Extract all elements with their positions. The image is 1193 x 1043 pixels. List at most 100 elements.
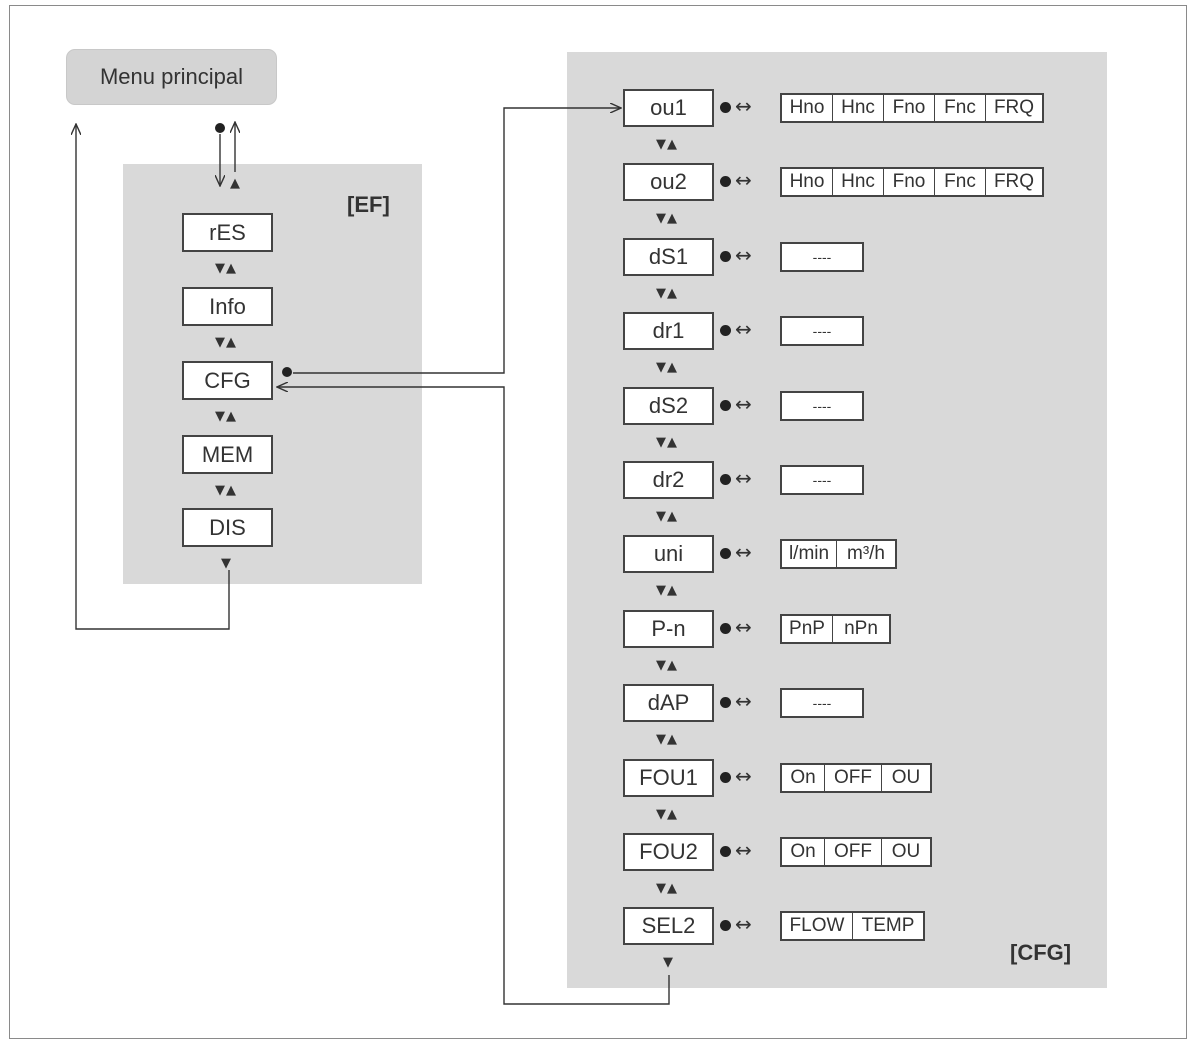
cfg-item-p-n[interactable]: P-n <box>623 610 714 648</box>
double-arrow-icon: ↔ <box>735 540 752 564</box>
option-value[interactable]: l/min <box>788 543 830 564</box>
option-value[interactable]: On <box>790 767 816 788</box>
nav-arrows-icon: ▼▲ <box>215 409 237 424</box>
double-arrow-icon: ↔ <box>735 317 752 341</box>
select-dot-icon <box>720 772 731 783</box>
double-arrow-icon: ↔ <box>735 94 752 118</box>
nav-arrows-icon: ▼▲ <box>215 261 237 276</box>
cfg-item-ds1[interactable]: dS1 <box>623 238 714 276</box>
option-value[interactable]: ---- <box>812 323 832 339</box>
nav-arrows-icon: ▼▲ <box>656 732 678 747</box>
option-value[interactable]: OFF <box>824 765 881 791</box>
option-value[interactable]: Fno <box>883 169 934 195</box>
option-value[interactable]: TEMP <box>852 913 923 939</box>
nav-down-icon: ▼ <box>663 955 674 970</box>
option-value[interactable]: nPn <box>832 616 889 642</box>
cfg-options-dr2: ---- <box>780 465 864 495</box>
return-cfg-line <box>277 387 670 1005</box>
double-arrow-icon: ↔ <box>735 466 752 490</box>
select-dot-icon <box>720 176 731 187</box>
double-arrow-icon: ↔ <box>735 615 752 639</box>
option-value[interactable]: Fno <box>883 95 934 121</box>
nav-arrows-icon: ▼▲ <box>656 509 678 524</box>
option-value[interactable]: FRQ <box>985 169 1042 195</box>
nav-arrows-icon: ▼▲ <box>656 807 678 822</box>
option-value[interactable]: ---- <box>812 249 832 265</box>
cfg-options-sel2: FLOW TEMP <box>780 911 925 941</box>
nav-arrows-icon: ▼▲ <box>656 211 678 226</box>
cfg-options-ds1: ---- <box>780 242 864 272</box>
select-dot-icon <box>720 251 731 262</box>
select-dot-icon <box>720 846 731 857</box>
select-dot-icon <box>720 325 731 336</box>
nav-arrows-icon: ▼▲ <box>215 335 237 350</box>
cfg-item-sel2[interactable]: SEL2 <box>623 907 714 945</box>
ef-item-info[interactable]: Info <box>182 287 273 326</box>
return-line-to-main <box>76 124 230 630</box>
select-dot-icon <box>720 920 731 931</box>
ef-item-mem[interactable]: MEM <box>182 435 273 474</box>
cfg-item-ou2[interactable]: ou2 <box>623 163 714 201</box>
double-arrow-icon: ↔ <box>735 764 752 788</box>
select-dot-icon <box>282 367 292 377</box>
option-value[interactable]: OFF <box>824 839 881 865</box>
nav-up-icon: ▲ <box>230 176 241 191</box>
double-arrow-icon: ↔ <box>735 912 752 936</box>
ef-panel-label: [EF] <box>347 192 390 217</box>
option-value[interactable]: Hnc <box>832 95 883 121</box>
option-value[interactable]: FLOW <box>789 915 845 936</box>
option-value[interactable]: OU <box>881 765 930 791</box>
select-dot-icon <box>720 697 731 708</box>
ef-item-res[interactable]: rES <box>182 213 273 252</box>
nav-arrows-icon: ▼▲ <box>656 435 678 450</box>
enter-cfg-line <box>293 108 621 374</box>
cfg-item-dap[interactable]: dAP <box>623 684 714 722</box>
option-value[interactable]: OU <box>881 839 930 865</box>
option-value[interactable]: ---- <box>812 472 832 488</box>
double-arrow-icon: ↔ <box>735 689 752 713</box>
cfg-item-dr1[interactable]: dr1 <box>623 312 714 350</box>
nav-arrows-icon: ▼▲ <box>215 483 237 498</box>
select-dot-icon <box>720 474 731 485</box>
cfg-item-uni[interactable]: uni <box>623 535 714 573</box>
nav-arrows-icon: ▼▲ <box>656 881 678 896</box>
option-value[interactable]: m³/h <box>836 541 895 567</box>
select-dot-icon <box>720 400 731 411</box>
cfg-options-uni: l/min m³/h <box>780 539 897 569</box>
option-value[interactable]: ---- <box>812 695 832 711</box>
nav-arrows-icon: ▼▲ <box>656 137 678 152</box>
double-arrow-icon: ↔ <box>735 243 752 267</box>
option-value[interactable]: PnP <box>789 618 825 639</box>
cfg-panel <box>567 52 1107 988</box>
main-menu-box[interactable]: Menu principal <box>66 49 277 105</box>
option-value[interactable]: FRQ <box>985 95 1042 121</box>
cfg-item-ou1[interactable]: ou1 <box>623 89 714 127</box>
cfg-options-dap: ---- <box>780 688 864 718</box>
nav-arrows-icon: ▼▲ <box>656 360 678 375</box>
cfg-options-dr1: ---- <box>780 316 864 346</box>
option-value[interactable]: Fnc <box>934 95 985 121</box>
double-arrow-icon: ↔ <box>735 392 752 416</box>
option-value[interactable]: Hnc <box>832 169 883 195</box>
select-dot-icon <box>720 548 731 559</box>
option-value[interactable]: Hno <box>789 171 825 192</box>
cfg-item-ds2[interactable]: dS2 <box>623 387 714 425</box>
select-dot-icon <box>215 123 225 133</box>
cfg-item-fou2[interactable]: FOU2 <box>623 833 714 871</box>
cfg-panel-label: [CFG] <box>1010 940 1072 965</box>
option-value[interactable]: On <box>790 841 816 862</box>
option-value[interactable]: Fnc <box>934 169 985 195</box>
cfg-item-dr2[interactable]: dr2 <box>623 461 714 499</box>
ef-item-dis[interactable]: DIS <box>182 508 273 547</box>
nav-arrows-icon: ▼▲ <box>656 286 678 301</box>
option-value[interactable]: Hno <box>789 97 825 118</box>
cfg-item-fou1[interactable]: FOU1 <box>623 759 714 797</box>
option-value[interactable]: ---- <box>812 398 832 414</box>
nav-arrows-icon: ▼▲ <box>656 658 678 673</box>
cfg-options-p-n: PnP nPn <box>780 614 891 644</box>
ef-item-cfg[interactable]: CFG <box>182 361 273 400</box>
